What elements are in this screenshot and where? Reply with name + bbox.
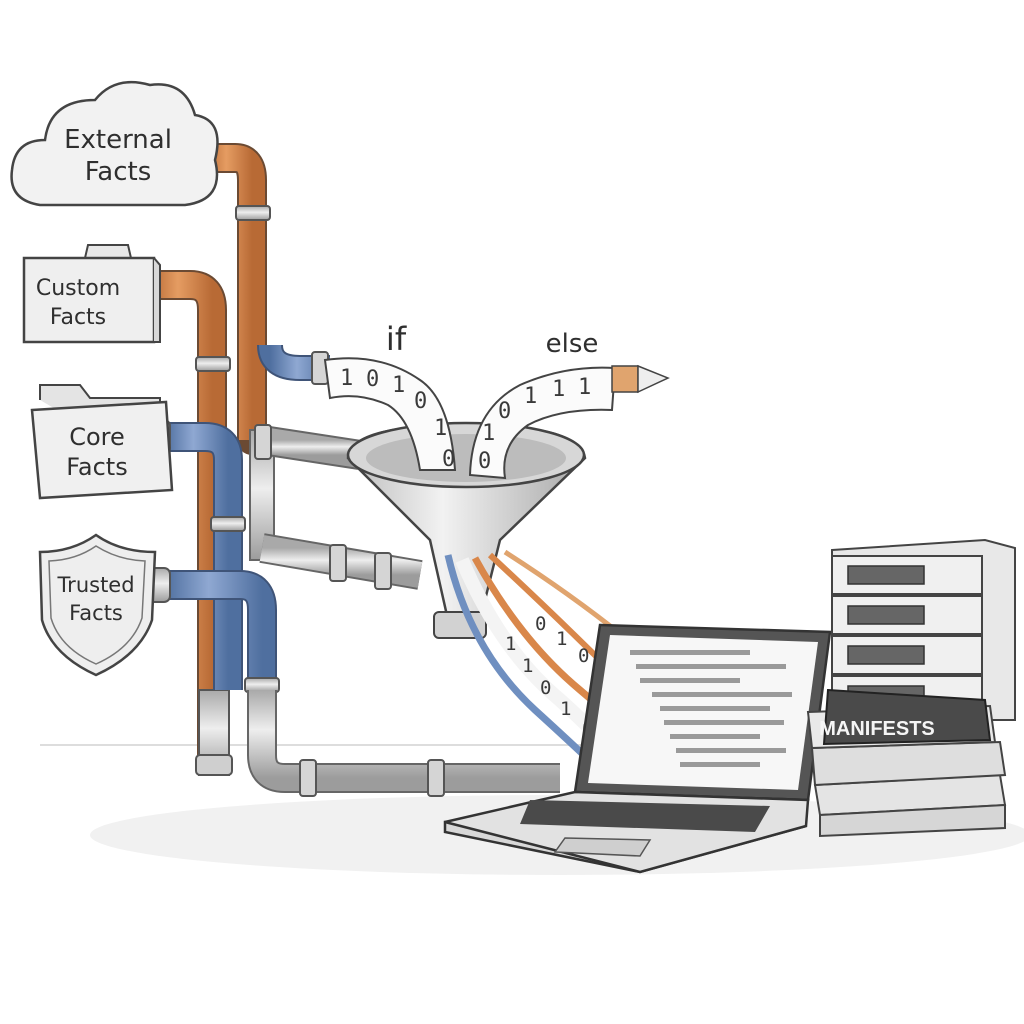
if-bit: 0 (442, 447, 455, 472)
source-core-facts: Core Facts (30, 384, 174, 500)
manifests-book: MANIFESTS (819, 688, 992, 746)
source-trusted-facts: Trusted Facts (38, 533, 157, 677)
if-bits-stream: 1 0 1 0 1 0 (340, 366, 455, 472)
laptop (443, 623, 832, 874)
folder-icon (30, 384, 174, 500)
box-icon (22, 244, 161, 344)
if-bit: 0 (366, 367, 379, 392)
stream-bit: 1 (522, 655, 533, 677)
if-bit: 1 (392, 373, 405, 398)
core-facts-line1: Core (69, 423, 125, 451)
stream-bit: 0 (578, 645, 589, 667)
stream-bit: 0 (540, 677, 551, 699)
stream-bit: 0 (535, 613, 546, 635)
if-label: if (386, 320, 407, 358)
cloud-icon (10, 80, 219, 207)
if-branch: if 1 0 1 0 1 0 (323, 320, 457, 472)
source-custom-facts: Custom Facts (22, 244, 161, 344)
else-bit: 1 (552, 377, 565, 402)
server-unit (831, 555, 983, 595)
else-label: else (546, 329, 599, 359)
trackpad (553, 837, 652, 857)
else-bit: 1 (524, 384, 537, 409)
else-bit: 0 (478, 449, 491, 474)
server-unit (831, 595, 983, 635)
laptop-screen-code (630, 650, 792, 767)
keyboard (520, 800, 770, 832)
stream-bit: 1 (556, 628, 567, 650)
trusted-facts-line2: Facts (69, 601, 123, 625)
else-bits-stream: 0 1 0 1 1 1 (478, 375, 591, 474)
pipe-network-gray (247, 343, 560, 797)
pencil-icon (611, 364, 670, 394)
else-bit: 1 (578, 375, 591, 400)
core-facts-line2: Facts (66, 453, 127, 481)
manifests-label: MANIFESTS (819, 718, 935, 740)
custom-facts-line1: Custom (36, 276, 120, 301)
if-bit: 1 (434, 416, 447, 441)
stream-bit: 1 (560, 698, 571, 720)
else-bit: 0 (498, 399, 511, 424)
custom-facts-line2: Facts (50, 305, 106, 330)
manifest-books: MANIFESTS (806, 688, 1007, 838)
if-bit: 0 (414, 389, 427, 414)
else-branch: else 0 1 0 1 1 1 (468, 329, 670, 480)
shield-icon (38, 533, 157, 677)
stream-bit: 1 (505, 633, 516, 655)
if-bit: 1 (340, 366, 353, 391)
else-bit: 1 (482, 421, 495, 446)
server-unit (831, 635, 983, 675)
source-external-facts: External Facts (10, 80, 219, 207)
external-facts-line2: Facts (85, 157, 152, 187)
external-facts-line1: External (64, 125, 172, 155)
trusted-facts-line1: Trusted (56, 573, 134, 597)
